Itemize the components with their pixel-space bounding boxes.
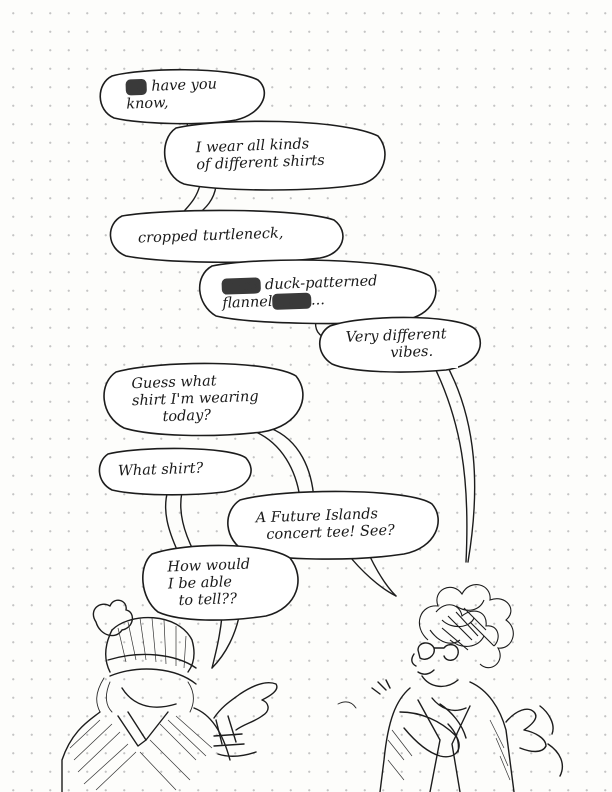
tail-very-different-vibes-b bbox=[443, 359, 476, 563]
connector-6-8b bbox=[269, 427, 315, 501]
text-how-would-i: How would I be able to tell?? bbox=[167, 556, 251, 610]
tail-very-different-vibes bbox=[429, 357, 468, 563]
text-all-kinds-shirts: I wear all kinds of different shirts bbox=[195, 136, 325, 174]
connector-7-9 bbox=[164, 489, 179, 553]
struck-word: I'll bbox=[125, 78, 147, 96]
bubble-all-kinds-shirts bbox=[163, 120, 386, 191]
connector-6-8 bbox=[255, 431, 301, 499]
bubble-very-different-vibes bbox=[318, 316, 482, 373]
character-left-beanie bbox=[61, 599, 278, 792]
struck-word-thick: thick bbox=[221, 277, 261, 295]
text-future-islands: A Future Islands concert tee! See? bbox=[255, 506, 396, 544]
text-very-different-vibes: Very different vibes. bbox=[345, 326, 447, 362]
bubble-guess-what-shirt bbox=[103, 362, 304, 437]
bubble-what-shirt bbox=[98, 447, 252, 496]
text-ill-have-you-know: I'll have you know, bbox=[125, 76, 218, 113]
bubble-cropped-turtleneck bbox=[109, 209, 344, 264]
bubble-how-would-i bbox=[142, 544, 299, 621]
text-duck-patterned-flannel: thick duck-patterned flannelplaid... bbox=[221, 273, 378, 312]
text-what-shirt: What shirt? bbox=[117, 460, 204, 480]
text-guess-what-shirt: Guess what shirt I'm wearing today? bbox=[131, 373, 259, 426]
connector-7-9b bbox=[180, 491, 195, 553]
tail-how-would bbox=[211, 615, 223, 669]
struck-word-plaid: plaid bbox=[272, 292, 312, 310]
character-right-curly-hair bbox=[337, 584, 564, 792]
